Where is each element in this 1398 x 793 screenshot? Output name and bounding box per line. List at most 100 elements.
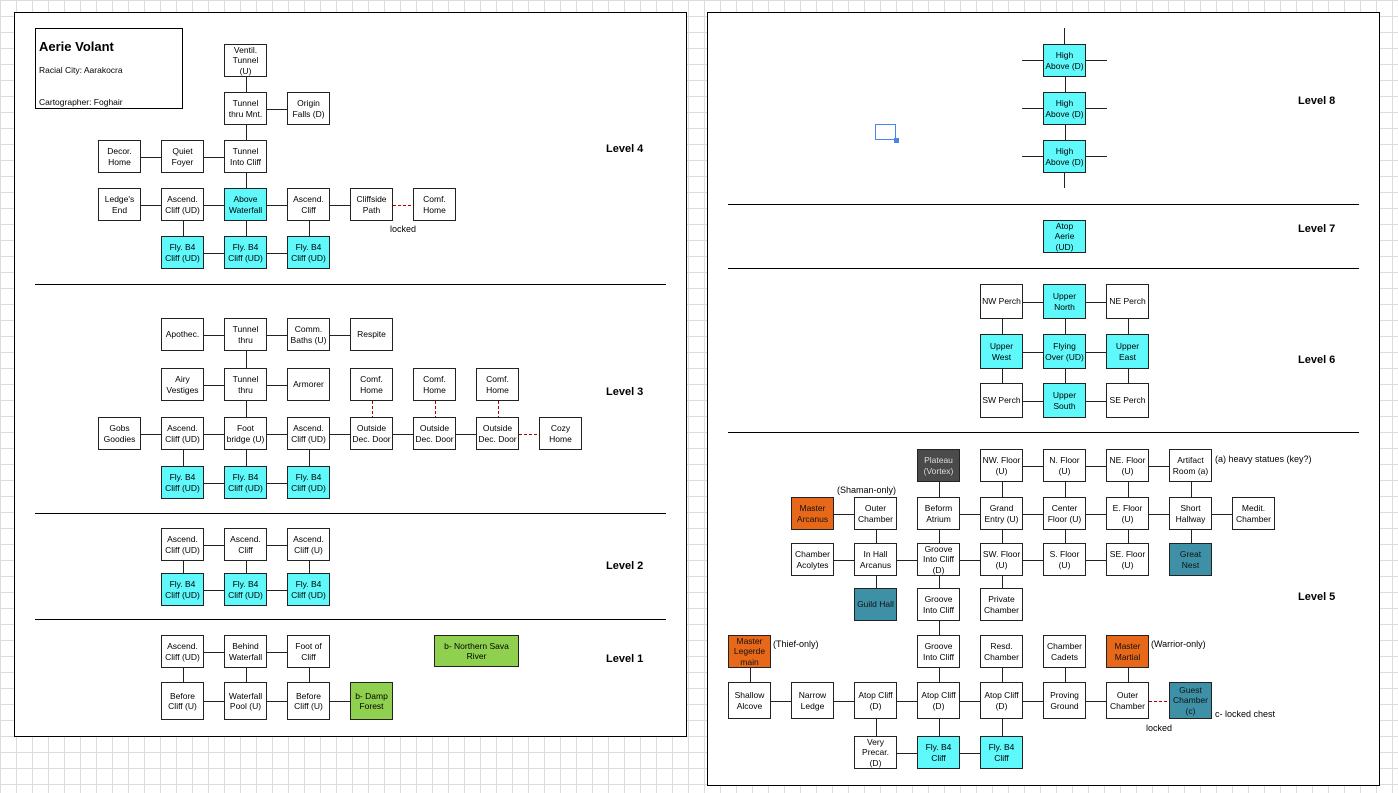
room-l5-fly2: Fly. B4 Cliff [980,736,1023,769]
note-locked-l4: locked [390,224,417,234]
room-l1-footc: Foot of Cliff [287,635,330,668]
selection-marker[interactable] [875,124,900,144]
note-warrior-only: (Warrior-only) [1151,639,1206,649]
room-l4-quiet: Quiet Foyer [161,140,204,173]
room-l4-fly3: Fly. B4 Cliff (UD) [287,236,330,269]
room-l5-guild: Guild Hall [854,588,897,621]
room-l3-tthru2: Tunnel thru [224,368,267,401]
room-l6-uw: Upper West [980,334,1023,369]
room-l5-private: Private Chamber [980,588,1023,621]
room-l3-gobs: Gobs Goodies [98,417,141,450]
room-l2-asc3: Ascend. Cliff (U) [287,528,330,561]
room-l5-plateau: Plateau (Vortex) [917,449,960,482]
room-l3-comf1: Comf. Home [350,368,393,401]
level-label-l7: Level 7 [1298,223,1336,235]
room-l6-sw: SW Perch [980,383,1023,418]
room-l5-proving: Proving Ground [1043,682,1086,719]
map-subtitle: Racial City: Aarakocra [39,65,123,75]
room-l3-apoth: Apothec. [161,318,204,351]
room-l5-center: Center Floor (U) [1043,497,1086,530]
room-l6-fly: Flying Over (UD) [1043,334,1086,369]
room-l5-resd: Resd. Chamber [980,635,1023,668]
note-shaman-only: (Shaman-only) [837,485,897,495]
room-l3-fly2: Fly. B4 Cliff (UD) [224,466,267,499]
room-l3-armorer: Armorer [287,368,330,401]
room-l1-behind: Behind Waterfall [224,635,267,668]
room-l6-ne: NE Perch [1106,284,1149,319]
room-links [141,77,1232,754]
room-l5-medit: Medit. Chamber [1232,497,1275,530]
room-l4-comf: Comf. Home [413,188,456,221]
room-l5-nwf: NW. Floor (U) [980,449,1023,482]
room-l4-fly2: Fly. B4 Cliff (UD) [224,236,267,269]
note-locked-chest: c- locked chest [1215,709,1276,719]
room-l4-asc1: Ascend. Cliff (UD) [161,188,204,221]
room-l7-atop: Atop Aerie (UD) [1043,220,1086,253]
room-l2-fly1: Fly. B4 Cliff (UD) [161,573,204,606]
room-l2-fly3: Fly. B4 Cliff (UD) [287,573,330,606]
selection-handle[interactable] [894,138,899,143]
room-l3-door3: Outside Dec. Door [476,417,519,450]
room-l5-atop1: Atop Cliff (D) [854,682,897,719]
room-l5-cadets: Chamber Cadets [1043,635,1086,668]
room-l3-cozy: Cozy Home [539,417,582,450]
level8-exit-stubs [1022,28,1107,188]
room-l5-beform: Beform Atrium [917,497,960,530]
room-l5-mlegerde: Master Legerde main [728,635,771,668]
room-l1-asc: Ascend. Cliff (UD) [161,635,204,668]
selection-box[interactable] [875,124,896,140]
room-l5-short: Short Hallway [1169,497,1212,530]
room-l3-asc2: Ascend. Cliff (UD) [287,417,330,450]
room-l5-groove1: Groove Into Cliff (D) [917,543,960,576]
room-l5-swf: SW. Floor (U) [980,543,1023,576]
map-cartographer: Cartographer: Foghair [39,97,123,107]
room-l5-mmartial: Master Martial [1106,635,1149,668]
room-l4-ledge: Ledge's End [98,188,141,221]
level-dividers [35,204,1359,620]
room-l4-tmnt: Tunnel thru Mnt. [224,92,267,125]
room-l8-high1: High Above (D) [1043,44,1086,77]
room-l3-airy: Airy Vestiges [161,368,204,401]
room-l4-fly1: Fly. B4 Cliff (UD) [161,236,204,269]
room-l4-above: Above Waterfall [224,188,267,221]
room-l5-ef: E. Floor (U) [1106,497,1149,530]
level-label-l6: Level 6 [1298,354,1336,366]
room-l3-comf2: Comf. Home [413,368,456,401]
level-label-l3: Level 3 [606,386,644,398]
room-l2-fly2: Fly. B4 Cliff (UD) [224,573,267,606]
level-label-l4: Level 4 [606,143,644,155]
room-l3-door1: Outside Dec. Door [350,417,393,450]
note-locked-l5: locked [1146,723,1173,733]
room-l2-asc2: Ascend. Cliff [224,528,267,561]
room-l1-sava: b- Northern Sava River [434,635,519,667]
room-l2-asc1: Ascend. Cliff (UD) [161,528,204,561]
room-l5-sef: SE. Floor (U) [1106,543,1149,576]
room-l6-us: Upper South [1043,383,1086,418]
room-l5-guest: Guest Chamber (c) [1169,682,1212,719]
room-l6-ue: Upper East [1106,334,1149,369]
level-label-l5: Level 5 [1298,591,1336,603]
room-l4-asc2: Ascend. Cliff [287,188,330,221]
room-l5-fly1: Fly. B4 Cliff [917,736,960,769]
room-l3-fly1: Fly. B4 Cliff (UD) [161,466,204,499]
room-l1-damp: b- Damp Forest [350,682,393,720]
note-thief-only: (Thief-only) [773,639,819,649]
room-l5-shallow: Shallow Alcove [728,682,771,719]
room-l5-very: Very Precar. (D) [854,736,897,769]
room-l5-artifact: Artifact Room (a) [1169,449,1212,482]
room-l1-before2: Before Cliff (U) [287,682,330,720]
room-l6-un: Upper North [1043,284,1086,319]
room-l4-cpath: Cliffside Path [350,188,393,221]
level-label-l8: Level 8 [1298,95,1336,107]
room-l5-greatnest: Great Nest [1169,543,1212,576]
room-l6-nw: NW Perch [980,284,1023,319]
room-l4-origin: Origin Falls (D) [287,92,330,125]
room-l5-inhall: In Hall Arcanus [854,543,897,576]
room-l3-respite: Respite [350,318,393,351]
room-l5-acolytes: Chamber Acolytes [791,543,834,576]
room-l5-groove3: Groove Into Cliff [917,635,960,668]
level-label-l1: Level 1 [606,653,644,665]
level-label-l2: Level 2 [606,560,644,572]
